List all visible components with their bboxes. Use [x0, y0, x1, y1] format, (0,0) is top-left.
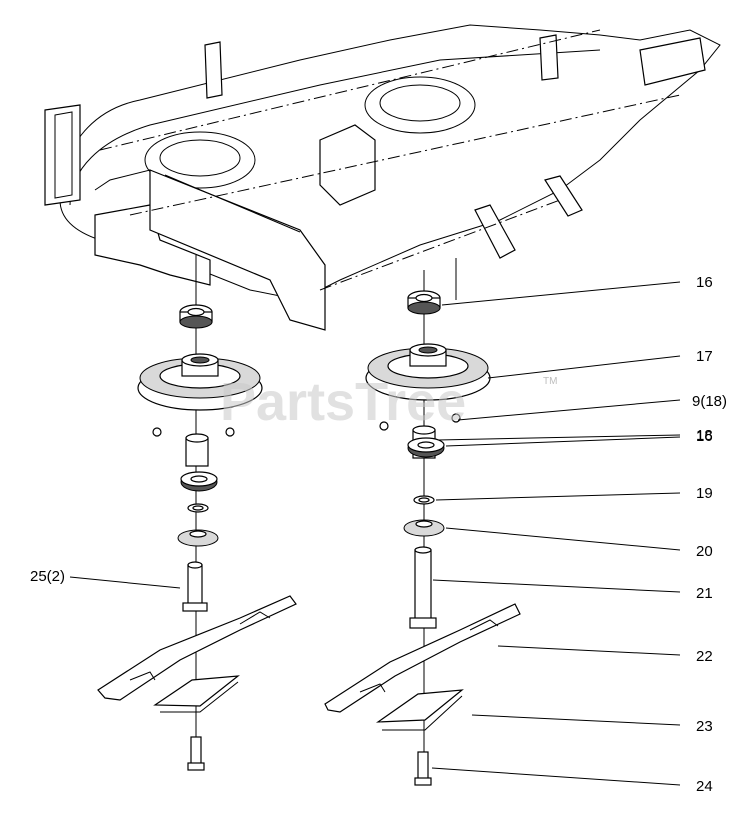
callout-17: 17 [696, 348, 713, 365]
callout-16-top: 16 [696, 274, 713, 291]
callout-19: 19 [696, 485, 713, 502]
callout-18: 18 [696, 427, 713, 444]
callout-21: 21 [696, 585, 713, 602]
callout-16-lower: 16 [696, 428, 713, 445]
callout-23: 23 [696, 718, 713, 735]
callout-24: 24 [696, 778, 713, 795]
callout-9-18: 9(18) [692, 393, 727, 410]
watermark-trademark: TM [543, 376, 557, 387]
right-spindle-assembly [324, 290, 521, 786]
leader-lines [69, 281, 681, 786]
callout-20: 20 [696, 543, 713, 560]
callout-25-2: 25(2) [30, 568, 65, 585]
left-spindle-assembly [97, 304, 297, 771]
callout-22: 22 [696, 648, 713, 665]
mower-deck [44, 24, 721, 331]
watermark: PartsTree [220, 372, 466, 432]
